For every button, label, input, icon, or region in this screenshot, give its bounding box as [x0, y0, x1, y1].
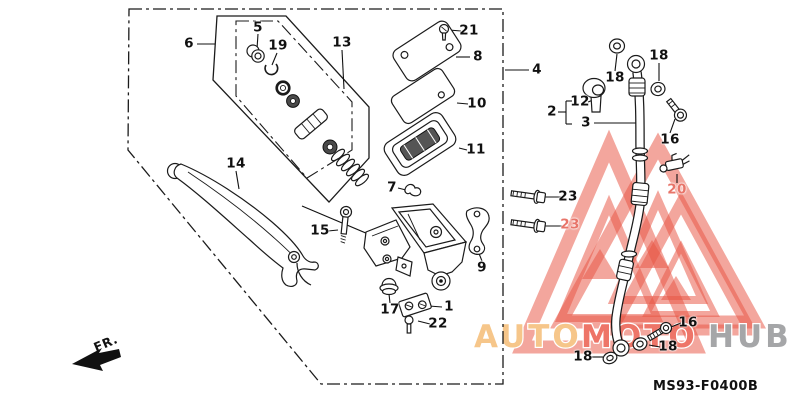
part-label-23: 23 — [558, 188, 578, 205]
part-label-9: 9 — [477, 259, 487, 276]
spring-drawing — [330, 148, 370, 187]
part-label-11: 11 — [466, 141, 486, 158]
diaphragm-drawing — [383, 112, 457, 176]
flange-bolt-23-drawing — [510, 189, 547, 204]
part-label-4: 4 — [532, 61, 542, 78]
pivot-bolt-15-drawing — [339, 205, 353, 244]
part-label-14: 14 — [226, 155, 246, 172]
part-label-8: 8 — [473, 48, 483, 65]
outer-boundary-frame — [127, 8, 504, 385]
part-label-5: 5 — [253, 19, 263, 36]
part-label-20: 20 — [667, 181, 687, 198]
fr-direction-arrow: FR. — [72, 331, 121, 371]
reservoir-cover-drawing — [383, 20, 462, 176]
brake-hose-drawing — [582, 38, 690, 365]
part-label-16: 16 — [660, 131, 680, 148]
watermark-text: AUTO MOTO HUB — [473, 318, 792, 357]
part-label-10: 10 — [467, 95, 487, 112]
part-label-18: 18 — [658, 338, 678, 355]
part-label-15: 15 — [310, 222, 330, 239]
screw-21-drawing — [438, 23, 450, 41]
part-label-1: 1 — [444, 298, 454, 315]
master-cylinder-drawing — [363, 203, 468, 291]
hose-joint-12-drawing — [582, 77, 606, 113]
banjo-bolt-16-drawing — [665, 97, 688, 122]
piston-kit-frame — [212, 15, 370, 203]
bracket-1-drawing — [398, 292, 432, 318]
piston-kit-drawing — [246, 44, 370, 187]
drawing-code: MS93-F0400B — [653, 379, 758, 394]
part-label-21: 21 — [459, 22, 479, 39]
part-label-17: 17 — [380, 301, 400, 318]
part-label-18: 18 — [573, 348, 593, 365]
clip-7-drawing — [404, 183, 422, 197]
part-label-19: 19 — [268, 37, 288, 54]
part-label-12: 12 — [570, 93, 590, 110]
part-label-16: 16 — [678, 314, 698, 331]
banjo-bolt-16-lower-drawing — [646, 321, 673, 342]
clamp-9-drawing — [465, 207, 490, 255]
watermark-hub: HUB — [708, 319, 792, 355]
bolt-22-drawing — [404, 315, 414, 334]
part-label-7: 7 — [387, 179, 397, 196]
part-label-23: 23 — [560, 216, 580, 233]
boot-17-drawing — [379, 277, 399, 296]
part-label-22: 22 — [428, 315, 448, 332]
piston-kit-inner-frame — [235, 20, 353, 179]
flange-bolt-23-drawing — [510, 218, 547, 233]
watermark-logo — [512, 129, 767, 354]
part-label-18: 18 — [649, 47, 669, 64]
switch-20-drawing — [659, 152, 690, 173]
part-label-3: 3 — [581, 114, 591, 131]
watermark-auto: AUTO — [474, 319, 582, 355]
part-label-13: 13 — [332, 34, 352, 51]
part-label-6: 6 — [184, 35, 194, 52]
part-label-18: 18 — [605, 69, 625, 86]
part-label-2: 2 — [547, 103, 557, 120]
brake-lever-drawing — [166, 162, 319, 287]
